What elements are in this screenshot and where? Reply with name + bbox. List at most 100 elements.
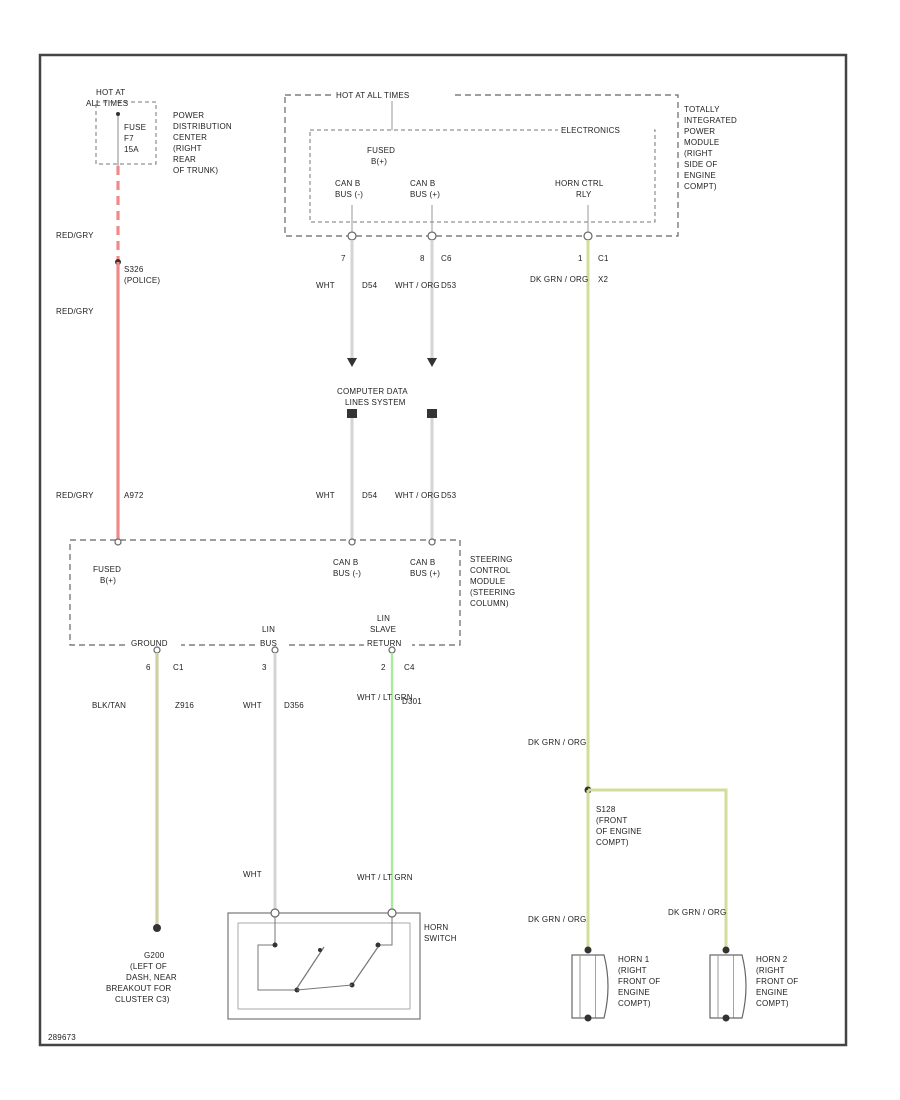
ground-line1: G200 — [144, 951, 165, 960]
tipm-canb-plus-line2: BUS (+) — [410, 190, 440, 199]
horn1-line2: (RIGHT — [618, 966, 647, 975]
power-distribution-center: HOT AT ALL TIMES FUSE F7 15A POWER DISTR… — [86, 88, 232, 175]
cds-out-wht-org: WHT / ORG — [395, 491, 440, 500]
switch-left-wire-label: WHT — [243, 870, 262, 879]
tipm-side-2: INTEGRATED — [684, 116, 737, 125]
tipm-fused-line2: B(+) — [371, 157, 387, 166]
sccm-lin-slave-1: LIN — [377, 614, 390, 623]
pdc-line5: REAR — [173, 155, 196, 164]
can-bus-wires-upper: WHT D54 WHT / ORG D53 — [316, 240, 457, 367]
horn1-line3: FRONT OF — [618, 977, 660, 986]
fuse-amps: 15A — [124, 145, 139, 154]
sccm-can-plus-1: CAN B — [410, 558, 435, 567]
tipm-conn-c6: C6 — [441, 254, 452, 263]
switch-right-wire-label: WHT / LT GRN — [357, 873, 413, 882]
ground-wire: BLK/TAN Z916 G200 (LEFT OF DASH, NEAR BR… — [92, 653, 194, 1004]
sccm-side-4: (STEERING — [470, 588, 515, 597]
wire-wht-org-color: WHT / ORG — [395, 281, 440, 290]
wire-wht-d54-color: WHT — [316, 281, 335, 290]
sccm-lin-label: LIN — [262, 625, 275, 634]
wire-d54-circuit: D54 — [362, 281, 378, 290]
sccm-lin-sub: BUS — [260, 639, 277, 648]
tipm-pin-8: 8 — [420, 254, 425, 263]
computer-data-lines-system: COMPUTER DATA LINES SYSTEM WHT D54 WHT /… — [316, 387, 457, 540]
lin-slave-wire-color: WHT / LT GRN — [357, 693, 413, 702]
horn-switch: HORN SWITCH — [227, 908, 457, 1020]
horn-switch-line2: SWITCH — [424, 934, 457, 943]
cds-out-d53: D53 — [441, 491, 457, 500]
sccm-fused-line2: B(+) — [100, 576, 116, 585]
cds-out-wht: WHT — [316, 491, 335, 500]
sccm-side-2: CONTROL — [470, 566, 511, 575]
sccm-can-minus-2: BUS (-) — [333, 569, 361, 578]
horn1-line1: HORN 1 — [618, 955, 650, 964]
ground-line3: DASH, NEAR — [126, 973, 177, 982]
cds-line1: COMPUTER DATA — [337, 387, 408, 396]
tipm-module: HOT AT ALL TIMES ELECTRONICS FUSED B(+) … — [284, 89, 737, 263]
sccm-side-5: COLUMN) — [470, 599, 509, 608]
sccm-can-plus-2: BUS (+) — [410, 569, 440, 578]
tipm-side-8: COMPT) — [684, 182, 717, 191]
tipm-side-4: MODULE — [684, 138, 719, 147]
horn-feed-wires: DK GRN / ORG S128 (FRONT OF ENGINE COMPT… — [528, 738, 728, 950]
tipm-conn-c1: C1 — [598, 254, 609, 263]
splice-location: (POLICE) — [124, 276, 160, 285]
horn-1: HORN 1 (RIGHT FRONT OF ENGINE COMPT) — [571, 946, 660, 1022]
tipm-side-6: SIDE OF — [684, 160, 717, 169]
splice-s128-loc3: COMPT) — [596, 838, 629, 847]
tipm-canb-minus-line2: BUS (-) — [335, 190, 363, 199]
red-wire-top-label: RED/GRY — [56, 231, 94, 240]
diagram-frame — [38, 53, 848, 1047]
fuse-label: FUSE — [124, 123, 146, 132]
ground-wire-circuit: Z916 — [175, 701, 194, 710]
splice-s128-loc2: OF ENGINE — [596, 827, 642, 836]
horn-ctrl-circuit: X2 — [598, 275, 609, 284]
horn-ctrl-wire-color: DK GRN / ORG — [530, 275, 588, 284]
horn2-wire-label: DK GRN / ORG — [668, 908, 726, 917]
tipm-canb-minus-line1: CAN B — [335, 179, 360, 188]
ground-line2: (LEFT OF — [130, 962, 167, 971]
cds-line2: LINES SYSTEM — [345, 398, 406, 407]
pdc-line6: OF TRUNK) — [173, 166, 218, 175]
horn1-line5: COMPT) — [618, 999, 651, 1008]
lin-wire-color: WHT — [243, 701, 262, 710]
sccm-conn-c1: C1 — [173, 663, 184, 672]
sccm-pin-3: 3 — [262, 663, 267, 672]
hot-label-line2: ALL TIMES — [86, 99, 128, 108]
steering-control-module: FUSED B(+) CAN B BUS (-) CAN B BUS (+) S… — [69, 538, 515, 672]
pdc-line2: DISTRIBUTION — [173, 122, 232, 131]
horn-feed-label: DK GRN / ORG — [528, 738, 586, 747]
horn2-line5: COMPT) — [756, 999, 789, 1008]
lin-slave-circuit: D301 — [402, 697, 422, 706]
sccm-conn-c4: C4 — [404, 663, 415, 672]
splice-s128-loc1: (FRONT — [596, 816, 627, 825]
horn-2: HORN 2 (RIGHT FRONT OF ENGINE COMPT) — [709, 946, 798, 1022]
tipm-fused-line1: FUSED — [367, 146, 395, 155]
tipm-pin-1: 1 — [578, 254, 583, 263]
sccm-can-minus-1: CAN B — [333, 558, 358, 567]
tipm-side-7: ENGINE — [684, 171, 716, 180]
horn2-line1: HORN 2 — [756, 955, 788, 964]
tipm-side-1: TOTALLY — [684, 105, 720, 114]
sccm-lin-slave-3: RETURN — [367, 639, 402, 648]
tipm-hot-label: HOT AT ALL TIMES — [336, 91, 409, 100]
tipm-pin-7: 7 — [341, 254, 346, 263]
horn1-wire-label: DK GRN / ORG — [528, 915, 586, 924]
lin-slave-wire: WHT / LT GRN D301 WHT / LT GRN — [357, 653, 422, 910]
ground-line4: BREAKOUT FOR — [106, 984, 171, 993]
splice-s128: S128 — [596, 805, 616, 814]
sccm-pin-6: 6 — [146, 663, 151, 672]
pdc-line4: (RIGHT — [173, 144, 202, 153]
wire-d53-circuit: D53 — [441, 281, 457, 290]
lin-wire-circuit: D356 — [284, 701, 304, 710]
horn-switch-line1: HORN — [424, 923, 448, 932]
horn2-line4: ENGINE — [756, 988, 788, 997]
hot-label-line1: HOT AT — [96, 88, 125, 97]
horn1-line4: ENGINE — [618, 988, 650, 997]
pdc-line3: CENTER — [173, 133, 207, 142]
horn-control-wire: DK GRN / ORG X2 — [530, 240, 609, 790]
pdc-line1: POWER — [173, 111, 204, 120]
tipm-side-5: (RIGHT — [684, 149, 713, 158]
figure-id: 289673 — [48, 1033, 76, 1042]
